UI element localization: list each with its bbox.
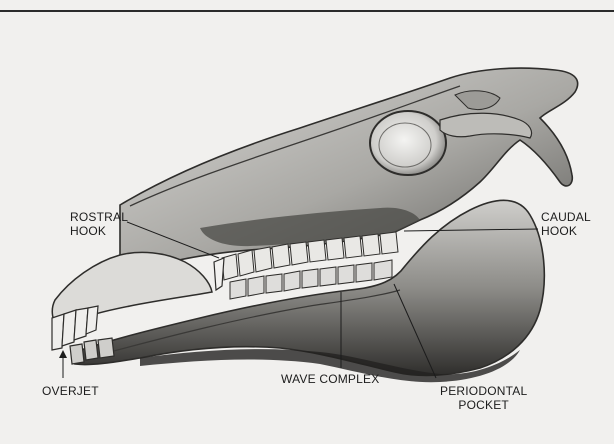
rostral-hook (214, 258, 224, 290)
label-periodontal-pocket-line1: PERIODONTAL (440, 384, 527, 398)
label-overjet: OVERJET (42, 384, 99, 398)
label-rostral-hook: ROSTRAL HOOK (70, 210, 128, 238)
label-caudal-hook-line1: CAUDAL (541, 210, 591, 224)
label-wave-complex: WAVE COMPLEX (281, 372, 379, 386)
orbit (370, 111, 446, 175)
label-rostral-hook-line1: ROSTRAL (70, 210, 128, 224)
overjet-arrowhead (59, 350, 67, 358)
label-caudal-hook-line2: HOOK (541, 224, 591, 238)
label-periodontal-pocket-line2: POCKET (440, 398, 527, 412)
label-caudal-hook: CAUDAL HOOK (541, 210, 591, 238)
label-periodontal-pocket: PERIODONTAL POCKET (440, 384, 527, 412)
label-rostral-hook-line2: HOOK (70, 224, 128, 238)
